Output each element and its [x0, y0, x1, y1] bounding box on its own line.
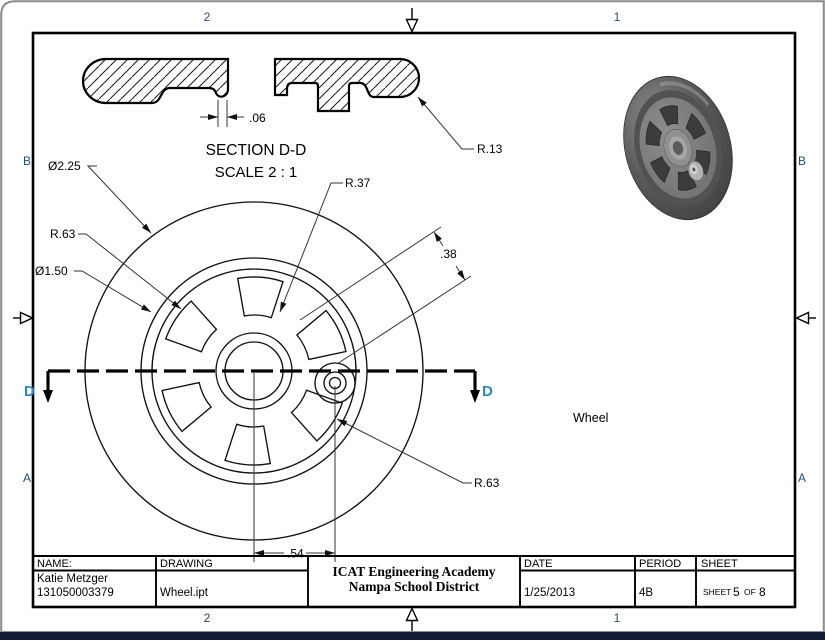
section-cut-right [273, 57, 421, 113]
cutting-label-left: D [24, 383, 35, 400]
centering-mark-top [405, 8, 419, 34]
section-scale: SCALE 2 : 1 [215, 164, 298, 181]
period-value: 4B [639, 587, 653, 599]
spoke-slots [161, 276, 347, 466]
section-cut-left [81, 57, 230, 105]
wheel-3d-render [623, 75, 733, 221]
dim-text-lip-width: .06 [249, 111, 266, 125]
zone-label-right-a: A [798, 471, 806, 485]
spoke-slot [164, 300, 218, 353]
student-id-value: 131050003379 [37, 587, 114, 599]
centering-mark-left [13, 311, 35, 325]
spoke-slot [236, 276, 284, 319]
window-bottom-bar [0, 631, 825, 640]
name-value: Katie Metzger [37, 573, 108, 585]
period-label: PERIOD [639, 558, 681, 570]
section-arrow-right [470, 390, 480, 403]
date-value: 1/25/2013 [524, 587, 575, 599]
render-slots [645, 105, 711, 191]
dimension-lip-width: .06 [200, 100, 266, 127]
leader-edge-radius: R.13 [417, 96, 503, 156]
section-arrow-left [43, 390, 53, 403]
spoke-slot [290, 389, 344, 442]
zone-label-top-1: 1 [614, 10, 621, 24]
spoke-slot [645, 120, 663, 147]
dim-text-outer-diameter: Ø2.25 [48, 159, 81, 173]
zone-label-bottom-1: 1 [614, 611, 621, 625]
spoke-slot [224, 423, 272, 466]
cutting-plane-line: D D [24, 369, 493, 403]
name-label: NAME: [37, 558, 72, 570]
render-highlight [659, 81, 710, 107]
spoke-slot [685, 113, 706, 140]
dim-text-slot-outer-radius: R.63 [50, 227, 76, 241]
sheet-label: SHEET [701, 558, 738, 570]
spoke-slot [659, 105, 679, 127]
sheet-value: SHEET 5 OF 8 [703, 585, 766, 599]
dim-text-boss-offset: .54 [287, 547, 304, 561]
dim-text-rim-diameter: Ø1.50 [35, 264, 68, 278]
zone-label-right-b: B [798, 154, 806, 168]
sheet-total: 8 [759, 585, 766, 599]
spoke-slot [650, 156, 671, 183]
section-title: SECTION D-D [206, 142, 307, 159]
leader-slot-outer-radius-2: R.63 [336, 418, 500, 490]
org-name-line2: Nampa School District [349, 579, 480, 594]
leader-slot-outer-radius: R.63 [50, 227, 182, 310]
zone-label-bottom-2: 2 [204, 611, 211, 625]
org-name-line1: ICAT Engineering Academy [332, 564, 495, 579]
front-view: D D Ø2.25 R.63 Ø1.50 R.37 .38 [24, 159, 500, 562]
render-boss [688, 160, 704, 182]
zone-label-left-b: B [23, 154, 31, 168]
centering-mark-right [794, 311, 816, 325]
leader-slot-inner-radius: R.37 [279, 176, 371, 313]
part-name-label: Wheel [573, 411, 608, 425]
dim-text-slot-outer-radius-2: R.63 [474, 476, 500, 490]
leader-outer-diameter: Ø2.25 [48, 159, 152, 234]
spoke-slot [161, 381, 213, 433]
drawing-file-value: Wheel.ipt [160, 587, 209, 599]
cutting-label-right: D [482, 383, 493, 400]
dimension-slot-span: .38 [299, 226, 472, 365]
render-bore [672, 141, 684, 155]
sheet-frame [31, 31, 797, 609]
leader-rim-diameter: Ø1.50 [35, 264, 152, 313]
dim-text-slot-span: .38 [440, 247, 457, 261]
sheet-number: 5 [733, 585, 740, 599]
dim-text-slot-inner-radius: R.37 [345, 176, 371, 190]
zone-label-top-2: 2 [204, 10, 211, 24]
sheet-word: SHEET [703, 587, 731, 597]
dimension-boss-offset: .54 [253, 373, 336, 562]
spoke-slot [295, 309, 347, 361]
drawing-label: DRAWING [160, 558, 213, 570]
title-block: NAME: Katie Metzger 131050003379 DRAWING… [33, 555, 795, 607]
zone-label-left-a: A [23, 471, 31, 485]
centering-mark-bottom [405, 606, 419, 631]
section-view: .06 R.13 SECTION D-D SCALE 2 : 1 [81, 57, 503, 181]
dim-text-edge-radius: R.13 [477, 142, 503, 156]
sheet-of-word: OF [744, 587, 756, 597]
date-label: DATE [524, 558, 553, 570]
